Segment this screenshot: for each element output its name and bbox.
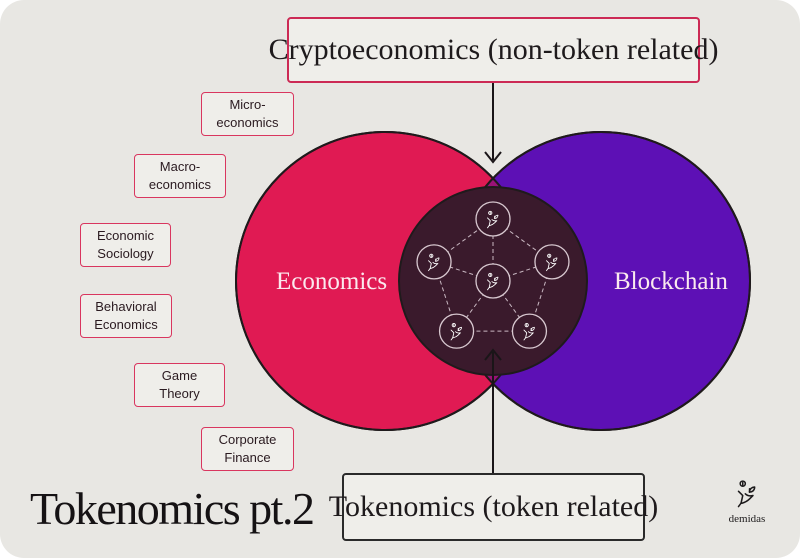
network-edge-ring: [492, 218, 553, 263]
page-title: Tokenomics pt.2: [30, 483, 315, 534]
topic-corporate-finance: Corporate Finance: [201, 427, 294, 471]
economics-label: Economics: [276, 268, 388, 295]
network-node: [438, 313, 475, 349]
tokenomics-callout: Tokenomics (token related): [329, 473, 658, 541]
network-node: [416, 244, 452, 280]
network-node: [475, 201, 511, 237]
network-edge-ring: [433, 218, 494, 263]
arrow-down-head: [484, 151, 502, 164]
topic-behavioral-economics: Behavioral Economics: [80, 294, 172, 338]
hand-coin-sprout-icon: [737, 480, 756, 508]
cryptoeconomics-callout: Cryptoeconomics (non-token related): [269, 17, 718, 83]
network-node-center: [475, 263, 511, 299]
network-node: [534, 244, 570, 280]
brand-logo: demidas: [722, 476, 772, 525]
topic-economic-sociology: Economic Sociology: [80, 223, 171, 267]
network-edge-ring: [433, 261, 458, 332]
brand-name: demidas: [728, 513, 766, 525]
arrow-up-head: [484, 348, 502, 361]
network-nodes: [416, 201, 570, 349]
network-node: [511, 313, 548, 349]
blockchain-label: Blockchain: [614, 268, 728, 295]
topic-macroeconomics: Macro- economics: [134, 154, 226, 198]
topic-microeconomics: Micro- economics: [201, 92, 294, 136]
network-edge-ring: [528, 261, 553, 332]
topic-game-theory: Game Theory: [134, 363, 225, 407]
